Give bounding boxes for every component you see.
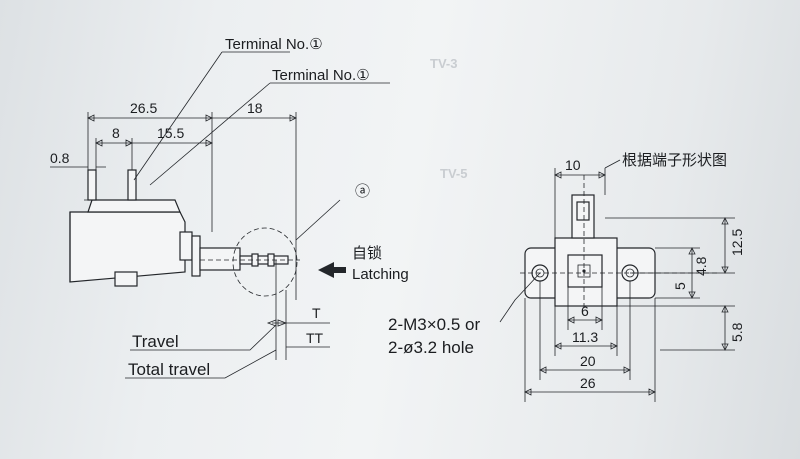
collar <box>179 231 193 261</box>
hole-note-line-1: 2-M3×0.5 or <box>388 315 480 334</box>
bottom-tab <box>114 271 138 287</box>
dim-tt: TT <box>306 330 324 346</box>
dim-5: 5 <box>672 282 688 290</box>
dim-8: 8 <box>112 125 120 141</box>
dim-26: 26 <box>580 375 596 391</box>
travel-label: Travel <box>132 332 179 351</box>
dim-12-5: 12.5 <box>729 229 745 256</box>
hole-note-line-2: 2-ø3.2 hole <box>388 338 474 357</box>
dim-18: 18 <box>247 100 263 116</box>
callout-a: ⓐ <box>355 183 370 200</box>
switch-front-view <box>499 159 735 402</box>
dim-t: T <box>312 305 321 321</box>
latching-cn: 自锁 <box>352 245 382 262</box>
terminal-right <box>127 169 137 201</box>
latching-en: Latching <box>352 266 409 283</box>
detail-circle <box>232 227 298 297</box>
dim-5-8: 5.8 <box>729 322 745 342</box>
dim-0-8: 0.8 <box>50 150 70 166</box>
switch-top-rim <box>87 199 181 213</box>
latching-arrow-head <box>318 262 334 278</box>
total-travel-label: Total travel <box>128 360 210 379</box>
latching-arrow-shaft <box>334 267 346 273</box>
hole-leader <box>499 272 541 323</box>
dim-6: 6 <box>581 303 589 319</box>
dim-20: 20 <box>580 353 596 369</box>
bushing <box>191 235 201 277</box>
dim-11-3: 11.3 <box>572 329 598 345</box>
dim-15-5: 15.5 <box>157 125 184 141</box>
dim-26-5: 26.5 <box>130 100 157 116</box>
terminal-label-1: Terminal No.① <box>225 36 323 53</box>
switch-side-view <box>50 51 390 379</box>
terminal-left <box>87 169 97 201</box>
total-travel-leader <box>125 349 277 379</box>
ghost-label-1: TV-3 <box>430 56 457 71</box>
plunger-housing <box>199 247 241 271</box>
ghost-label-2: TV-5 <box>440 166 467 181</box>
terminal-label-2: Terminal No.① <box>272 67 370 84</box>
dim-4-8: 4.8 <box>693 256 709 276</box>
terminal-shape-note: 根据端子形状图 <box>622 152 727 169</box>
dim-10: 10 <box>565 157 581 173</box>
travel-leader <box>130 324 277 351</box>
